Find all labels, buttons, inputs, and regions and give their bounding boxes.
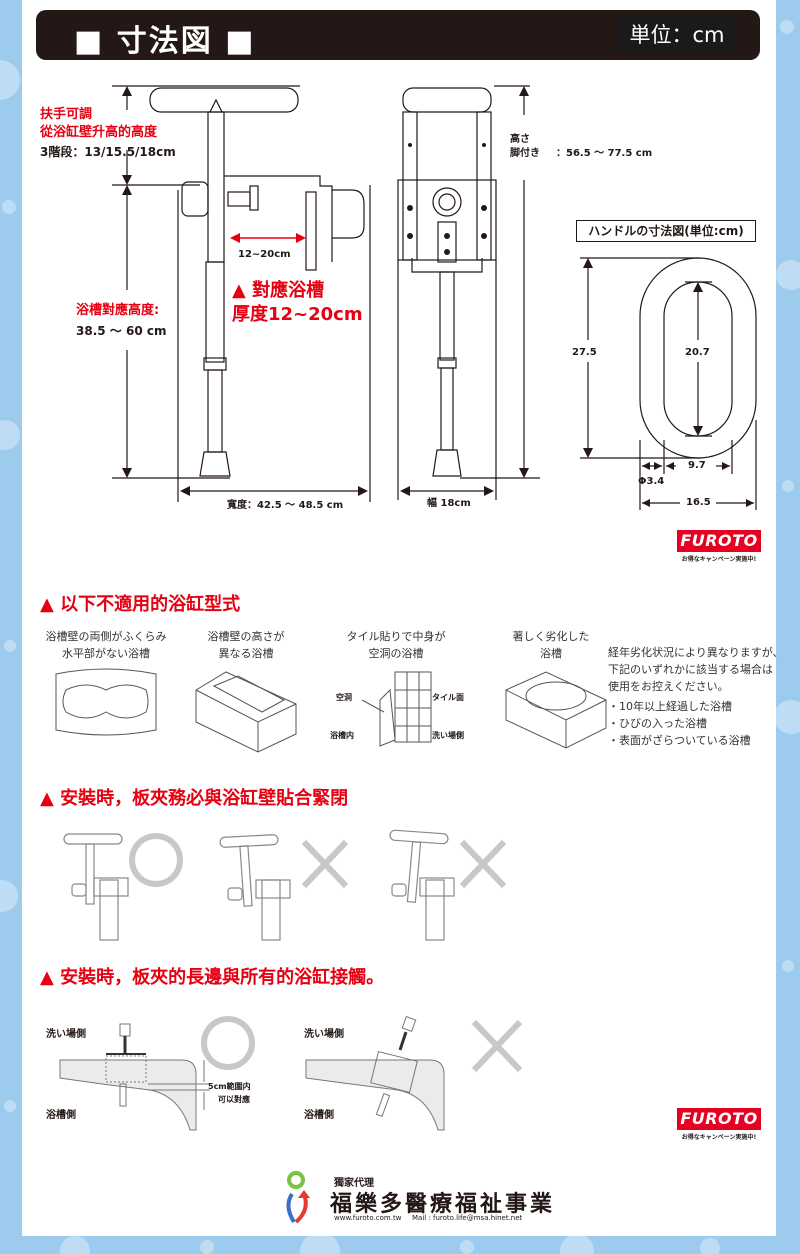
tub-side-label: 浴槽側 [46,1110,76,1121]
furoto-badge: FUROTO お得なキャンペーン実施中! [677,1108,761,1141]
caption-line: 水平部がない浴槽 [62,647,150,660]
furoto-tagline: お得なキャンペーン実施中! [681,1134,757,1141]
unsuitable-tub-illustrations [55,668,607,753]
example-wrong-1 [219,834,291,941]
range-note: 5cm範圍内 [208,1082,251,1091]
width-value: 寬度：42.5 ～ 48.5 cm [224,496,347,511]
furoto-logo: FUROTO [677,530,761,552]
handle-diameter: Φ3.4 [638,476,665,487]
clamp-range-value: 12~20cm [238,249,291,260]
caption-line: 異なる浴槽 [218,647,274,660]
company-name: 福樂多醫療福祉事業 [330,1192,556,1217]
handle-adjust-label-2: 從浴缸壁升高的高度 [40,125,158,140]
page-title: ■ 寸法図 ■ [74,24,256,59]
section-title-clamp-flush: ▲ 安裝時，板夾務必與浴缸壁貼合緊閉 [40,788,349,809]
furoto-badge: FUROTO お得なキャンペーン実施中! [677,530,761,563]
content-panel [22,0,776,1236]
note-line: 使用をお控えください。 [608,680,729,693]
company-website[interactable]: www.furoto.com.tw [334,1214,402,1222]
wash-side-label: 洗い場側 [304,1029,344,1040]
tub-height-label: 浴槽對應高度: [76,303,160,318]
front-view-diagram [397,85,540,500]
section-title-unsuitable: ▲ 以下不適用的浴缸型式 [40,594,241,615]
caption-line: タイル貼りで中身が [346,630,446,643]
caption-line: 浴槽壁の高さが [207,630,285,643]
example-wrong-2 [389,829,455,941]
wash-side-label: 洗い場側 [432,731,464,740]
company-logo-icon [286,1171,310,1224]
unsuitable-item-3: タイル貼りで中身が 空洞の浴槽 [336,628,456,662]
unsuitable-item-4: 著しく劣化した 浴槽 [506,628,596,662]
caption-line: 著しく劣化した [512,630,590,643]
tub-side-label: 浴槽側 [304,1110,334,1121]
correct-mark-icon [129,833,183,887]
bullet-item: ・ひびの入った浴槽 [608,717,707,730]
height-label: 高さ [510,134,530,145]
unit-label: 単位：cm [618,16,736,54]
furoto-logo: FUROTO [677,1108,761,1130]
side-view-diagram [112,85,371,502]
handle-diagram-title: ハンドルの寸法図(単位:cm) [576,220,756,242]
handle-outer-width: 16.5 [686,497,711,508]
caption-line: 浴槽壁の両側がふくらみ [45,630,167,643]
caption-line: 空洞の浴槽 [368,647,424,660]
handle-inner-width: 9.7 [688,460,706,471]
deterioration-note: 経年劣化状況により異なりますが、 下記のいずれかに該当する場合は 使用をお控えく… [608,644,784,749]
note-line: 経年劣化状況により異なりますが、 [608,646,784,659]
note-line: 下記のいずれかに該当する場合は [608,663,773,676]
clamp-contact-illustrations [59,1016,523,1131]
unsuitable-item-1: 浴槽壁の両側がふくらみ 水平部がない浴槽 [44,628,168,662]
unsuitable-item-2: 浴槽壁の高さが 異なる浴槽 [196,628,296,662]
header-bar: ■ 寸法図 ■ 単位：cm [36,10,760,60]
handle-steps-value: 3階段：13/15.5/18cm [40,145,176,159]
section-title-clamp-contact: ▲ 安裝時，板夾的長邊與所有的浴缸接觸。 [40,967,385,988]
height-value: ：56.5 ～ 77.5 cm [556,148,653,159]
furoto-tagline: お得なキャンペーン実施中! [681,556,757,563]
caption-line: 浴槽 [540,647,562,660]
tub-height-value: 38.5 ～ 60 cm [76,324,167,338]
handle-outer-height: 27.5 [572,347,597,358]
handle-inner-height: 20.7 [685,347,710,358]
correct-mark-icon [201,1016,255,1070]
company-email[interactable]: Mail : furoto.life@msa.hinet.net [412,1214,523,1222]
thickness-value: 厚度12~20cm [232,304,363,325]
agent-label: 獨家代理 [334,1178,374,1189]
clamp-flush-illustrations [63,829,507,941]
range-note-2: 可以對應 [218,1095,250,1104]
wash-side-label: 洗い場側 [46,1029,86,1040]
example-correct [63,833,129,941]
tile-label: タイル面 [432,693,464,702]
thickness-label: ▲ 對應浴槽 [232,280,325,301]
front-width-value: 幅 18cm [424,494,474,509]
bullet-item: ・10年以上経過した浴槽 [608,700,732,713]
handle-dimension-diagram [580,257,757,510]
handle-adjust-label: 扶手可調 [40,107,93,122]
bullet-item: ・表面がざらついている浴槽 [608,734,751,747]
tub-inside-label: 浴槽内 [330,731,354,740]
cavity-label: 空洞 [336,693,352,702]
height-label-2: 脚付き [510,148,540,159]
